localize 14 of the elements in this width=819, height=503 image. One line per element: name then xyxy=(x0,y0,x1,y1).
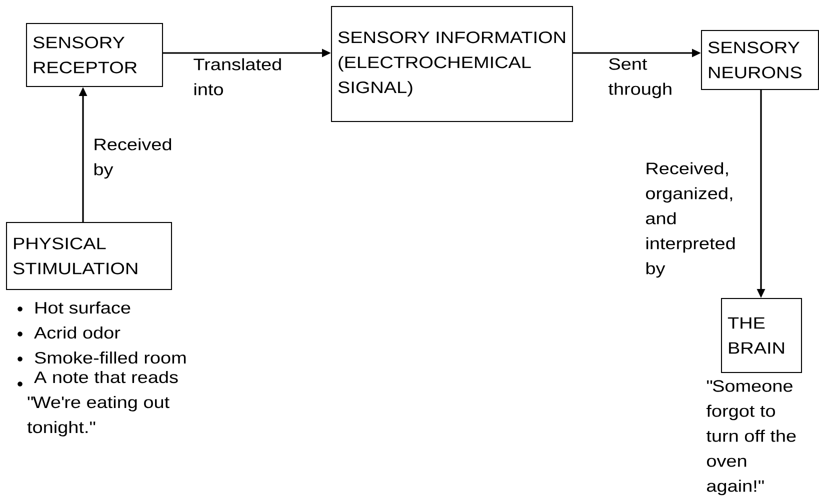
process-box: SENSORY RECEPTOR xyxy=(26,23,163,87)
bullet-item: Acrid odor xyxy=(34,326,120,339)
edge-label: Sent through xyxy=(608,58,672,98)
quote-text: "Someone forgot to turn off the oven again!" xyxy=(706,380,796,496)
process-box: PHYSICAL STIMULATION xyxy=(6,222,172,290)
bullet-item: Smoke-filled room xyxy=(34,352,186,364)
bullet-item: A note that reads "We're eating out tonight." xyxy=(27,371,178,436)
bullet-item: Hot surface xyxy=(36,302,130,314)
edge-label: Received, organized, and interpreted by xyxy=(646,162,735,278)
edge-label: Translated into xyxy=(194,58,281,96)
edge-label: Received by xyxy=(94,138,172,179)
process-box: THE BRAIN xyxy=(721,298,802,373)
process-box: SENSORY NEURONS xyxy=(701,30,819,90)
process-box: SENSORY INFORMATION (ELECTROCHEMICAL SIGNAL) xyxy=(331,6,573,122)
